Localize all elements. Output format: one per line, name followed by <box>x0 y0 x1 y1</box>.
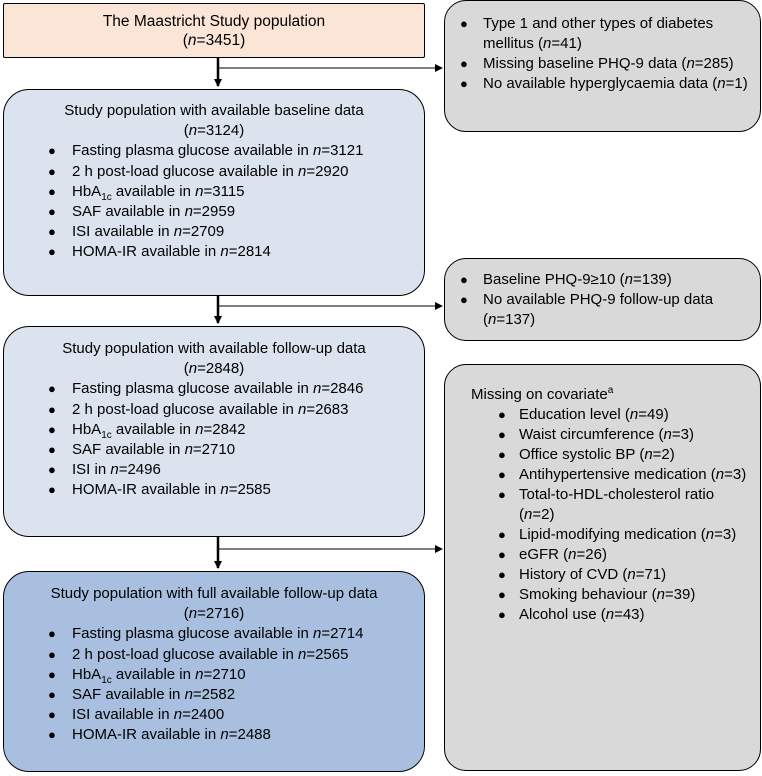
list-item: ●2 h post-load glucose available in n=26… <box>48 400 349 418</box>
list-item: ●HOMA-IR available in n=2814 <box>48 243 271 261</box>
list-item: ●Office systolic BP (n=2) <box>498 446 675 463</box>
followup-list: ●Fasting plasma glucose available in n=2… <box>4 379 424 500</box>
list-item: ●HOMA-IR available in n=2488 <box>48 726 271 744</box>
list-item: ●HbA1c available in n=2842 <box>48 420 246 441</box>
list-item: ●History of CVD (n=71) <box>498 566 667 583</box>
list-item: ●ISI in n=2496 <box>48 461 161 479</box>
list-item: ●Smoking behaviour (n=39) <box>498 586 696 603</box>
list-item: ●SAF available in n=2959 <box>48 203 236 221</box>
population-box: The Maastricht Study population (n=3451) <box>3 3 425 58</box>
exclusion-box-3: Missing on covariatea ●Education level (… <box>444 364 761 771</box>
exclusion-box-1: ●Type 1 and other types of diabetes mell… <box>444 0 761 132</box>
population-count: (n=3451) <box>182 32 246 49</box>
list-item: ●Waist circumference (n=3) <box>498 426 694 443</box>
list-item: ●Fasting plasma glucose available in n=2… <box>48 625 364 643</box>
list-item: ●Fasting plasma glucose available in n=2… <box>48 380 364 398</box>
list-item: ●HOMA-IR available in n=2585 <box>48 481 271 499</box>
list-item: ●ISI available in n=2709 <box>48 223 225 241</box>
baseline-list: ●Fasting plasma glucose available in n=3… <box>4 141 424 262</box>
list-item: ●No available PHQ-9 follow-up data (n=13… <box>460 291 714 328</box>
list-item: ●Total-to-HDL-cholesterol ratio (n=2) <box>498 486 715 523</box>
list-item: ●SAF available in n=2710 <box>48 441 236 459</box>
list-item: ●Baseline PHQ-9≥10 (n=139) <box>460 271 672 288</box>
full-followup-box: Study population with full available fol… <box>3 571 425 772</box>
list-item: ●2 h post-load glucose available in n=29… <box>48 162 349 180</box>
list-item: ●2 h post-load glucose available in n=25… <box>48 645 349 663</box>
population-title: The Maastricht Study population <box>102 13 326 30</box>
list-item: ●Missing baseline PHQ-9 data (n=285) <box>460 55 734 72</box>
followup-title: Study population with available follow-u… <box>62 340 366 378</box>
list-item: ●HbA1c available in n=2710 <box>48 665 246 686</box>
list-item: ●eGFR (n=26) <box>498 546 607 563</box>
list-item: ●SAF available in n=2582 <box>48 686 236 704</box>
covariate-list: ●Education level (n=49) ●Waist circumfer… <box>445 405 760 625</box>
list-item: ●Lipid-modifying medication (n=3) <box>498 526 737 543</box>
baseline-title: Study population with available baseline… <box>64 102 364 140</box>
full-followup-list: ●Fasting plasma glucose available in n=2… <box>4 624 424 745</box>
list-item: ●Type 1 and other types of diabetes mell… <box>460 15 714 52</box>
list-item: ●ISI available in n=2400 <box>48 706 225 724</box>
list-item: ●Antihypertensive medication (n=3) <box>498 466 747 483</box>
exclusion-list-2: ●Baseline PHQ-9≥10 (n=139) ●No available… <box>445 270 760 330</box>
exclusion-list-1: ●Type 1 and other types of diabetes mell… <box>445 14 760 94</box>
followup-box: Study population with available follow-u… <box>3 326 425 537</box>
list-item: ●Alcohol use (n=43) <box>498 606 645 623</box>
covariate-title: Missing on covariatea <box>471 385 614 404</box>
baseline-box: Study population with available baseline… <box>3 89 425 296</box>
exclusion-box-2: ●Baseline PHQ-9≥10 (n=139) ●No available… <box>444 258 761 341</box>
list-item: ●No available hyperglycaemia data (n=1) <box>460 75 748 92</box>
list-item: ●Education level (n=49) <box>498 406 669 423</box>
full-followup-title: Study population with full available fol… <box>50 585 378 623</box>
list-item: ●HbA1c available in n=3115 <box>48 182 245 203</box>
list-item: ●Fasting plasma glucose available in n=3… <box>48 142 364 160</box>
